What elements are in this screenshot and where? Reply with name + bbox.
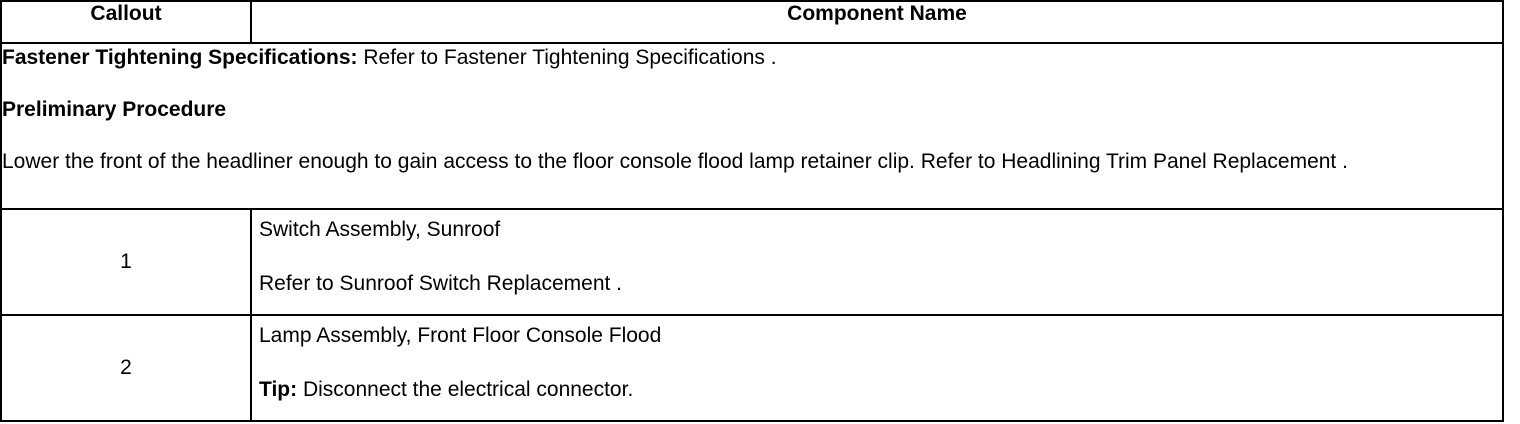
header-component-name: Component Name [250,0,1504,44]
note-label: Tip: [259,378,298,401]
preliminary-heading: Preliminary Procedure [2,96,1502,123]
component-name: Switch Assembly, Sunroof [259,218,501,241]
header-callout: Callout [0,0,252,44]
table-row: 2 Lamp Assembly, Front Floor Console Flo… [0,314,1504,422]
fastener-spec-label: Fastener Tightening Specifications: [2,46,358,69]
table-row: 1 Switch Assembly, Sunroof Refer to Sunr… [0,208,1504,316]
intro-row: Fastener Tightening Specifications: Refe… [0,42,1504,210]
note-text: Disconnect the electrical connector. [297,378,634,401]
preliminary-text: Lower the front of the headliner enough … [2,150,1348,173]
preliminary-heading-text: Preliminary Procedure [2,98,227,121]
component-cell: Lamp Assembly, Front Floor Console Flood… [250,314,1504,422]
component-note: Tip: Disconnect the electrical connector… [259,376,1494,403]
callout-number: 1 [0,208,252,316]
callout-number: 2 [0,314,252,422]
component-note: Refer to Sunroof Switch Replacement . [259,270,1494,297]
fastener-spec-text: Refer to Fastener Tightening Specificati… [357,46,777,69]
note-text: Refer to Sunroof Switch Replacement . [259,272,623,295]
intro-cell: Fastener Tightening Specifications: Refe… [0,42,1504,210]
table-header-row: Callout Component Name [0,0,1504,44]
component-name: Lamp Assembly, Front Floor Console Flood [259,324,662,347]
component-cell: Switch Assembly, Sunroof Refer to Sunroo… [250,208,1504,316]
fastener-spec-line: Fastener Tightening Specifications: Refe… [2,44,1502,71]
